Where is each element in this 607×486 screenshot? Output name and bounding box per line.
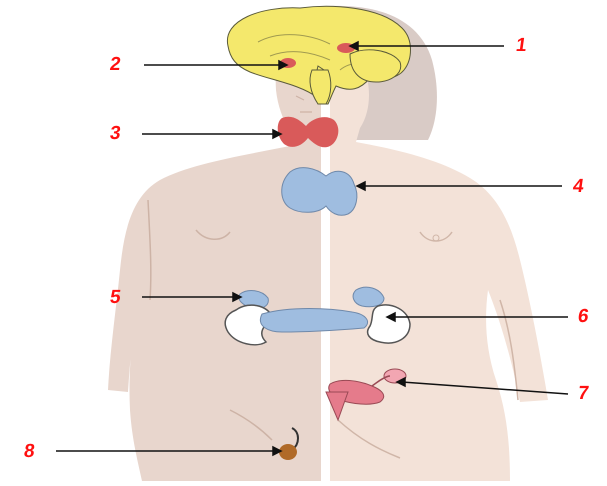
male-half: [108, 20, 322, 481]
label-5: 5: [109, 288, 122, 307]
pancreas: [260, 309, 367, 333]
thymus-gland: [282, 168, 357, 216]
male-body: [108, 20, 322, 481]
label-4: 4: [572, 177, 585, 196]
female-body: [330, 60, 548, 481]
label-1: 1: [515, 36, 528, 55]
